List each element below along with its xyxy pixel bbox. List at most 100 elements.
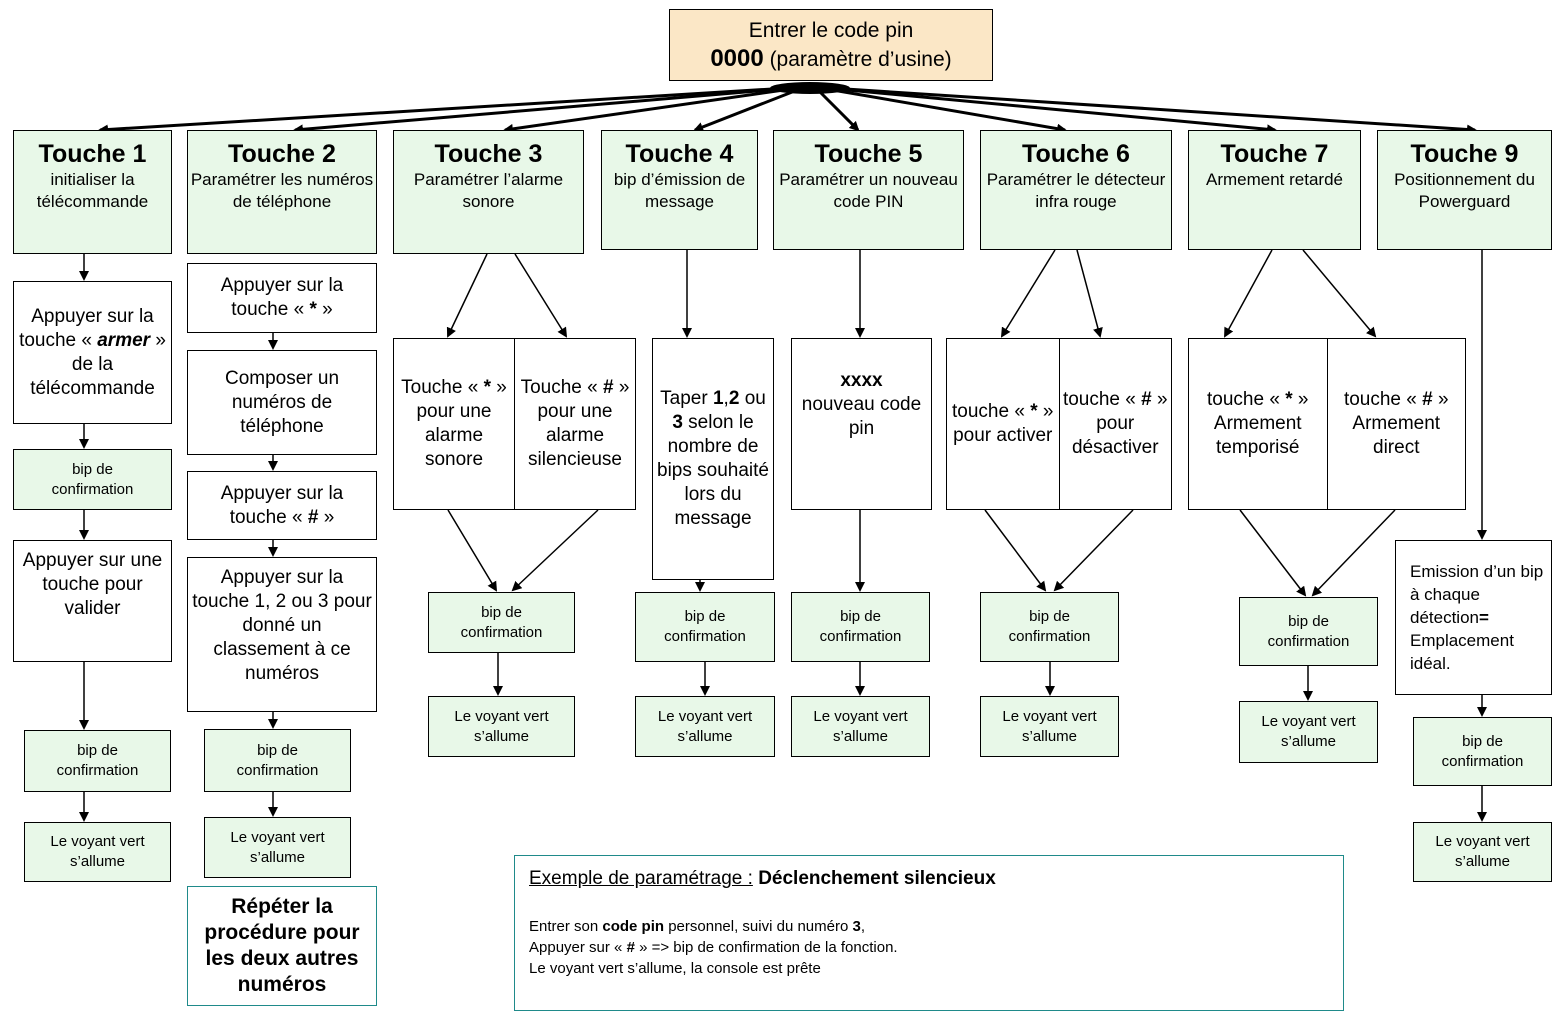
t1-step1-text-a: Appuyer sur la touche	[19, 305, 154, 351]
touche-subtitle: initialiser la télécommande	[36, 170, 149, 211]
t9-voyant-vert: Le voyant vert s’allume	[1413, 822, 1552, 882]
t2-step3-text-a: Appuyer sur la touche «	[220, 482, 344, 528]
touche-title: Touche 4	[625, 140, 734, 168]
start-box: Entrer le code pin 0000 (paramètre d’usi…	[669, 9, 993, 81]
bip-text: bip de confirmation	[1267, 612, 1350, 650]
arrow-start-t4	[693, 85, 806, 132]
t2-step3-key: #	[307, 506, 319, 528]
t3-choice-silencieuse: Touche « # » pour une alarme silencieuse	[520, 377, 630, 470]
arrow-start-t9	[814, 85, 1477, 135]
voyant-text: Le voyant vert s’allume	[1002, 707, 1097, 745]
t5-code-box: xxxx nouveau code pin	[791, 338, 932, 510]
example-box: Exemple de paramétrage : Déclenchement s…	[514, 855, 1344, 1011]
t2-step-classement: Appuyer sur la touche 1, 2 ou 3 pour don…	[187, 557, 377, 712]
t2-step-hash: Appuyer sur la touche « # »	[187, 471, 377, 540]
bip-text: bip de confirmation	[236, 741, 319, 779]
t3-voyant-vert: Le voyant vert s’allume	[428, 696, 575, 757]
t9-text-b: Emplacement idéal.	[1410, 631, 1514, 673]
touche-title: Touche 2	[228, 140, 336, 168]
t2-step-composer: Composer un numéros de téléphone	[187, 350, 377, 455]
voyant-text: Le voyant vert s’allume	[813, 707, 908, 745]
touche-title: Touche 9	[1410, 140, 1519, 168]
t1-step-valider: Appuyer sur une touche pour valider	[13, 540, 172, 662]
t7-voyant-vert: Le voyant vert s’allume	[1239, 701, 1378, 763]
arrow-start-t2	[293, 85, 806, 135]
example-line-1: Entrer son code pin personnel, suivi du …	[529, 918, 866, 935]
t2-repeat-note: Répéter la procédure pour les deux autre…	[187, 886, 377, 1006]
t5-voyant-vert: Le voyant vert s’allume	[791, 696, 930, 757]
touche-title: Touche 1	[38, 140, 147, 168]
touche-title: Touche 7	[1220, 140, 1329, 168]
t7-choice-box: touche « * » Armement temporisé touche «…	[1188, 338, 1466, 510]
touche-2-box: Touche 2 Paramétrer les numéros de télép…	[187, 130, 377, 254]
arrow-start-t7	[814, 85, 1277, 135]
t2-step1-text-a: Appuyer sur la touche «	[220, 275, 344, 320]
t2-step3-text-b: »	[323, 506, 335, 528]
arrow-start-t3	[503, 85, 806, 134]
voyant-text: Le voyant vert s’allume	[1261, 713, 1356, 750]
example-line-2: Appuyer sur « # » => bip de confirmation…	[529, 939, 898, 956]
t4-voyant-vert: Le voyant vert s’allume	[635, 696, 775, 757]
bip-text: bip de confirmation	[460, 603, 543, 641]
t3-bip-confirmation: bip de confirmation	[428, 592, 575, 653]
touche-1-box: Touche 1 initialiser la télécommande	[13, 130, 172, 254]
start-line1: Entrer le code pin	[748, 18, 914, 42]
bip-text: bip de confirmation	[51, 460, 134, 498]
t9-bip-confirmation: bip de confirmation	[1413, 717, 1552, 786]
arrow-start-t6	[814, 85, 1067, 134]
t1-bip-confirmation-1: bip de confirmation	[13, 449, 172, 510]
bip-text: bip de confirmation	[1008, 608, 1091, 645]
example-title: Exemple de paramétrage : Déclenchement s…	[529, 868, 996, 889]
voyant-text: Le voyant vert s’allume	[50, 833, 145, 870]
t6-choice-desactiver: touche « # » pour désactiver	[1062, 389, 1168, 458]
touche-subtitle: Positionnement du Powerguard	[1394, 170, 1535, 211]
voyant-text: Le voyant vert s’allume	[657, 707, 753, 745]
t3-choice-sonore: Touche « * » pour une alarme sonore	[394, 339, 515, 509]
t1-bip-confirmation-2: bip de confirmation	[24, 730, 171, 792]
start-note: (paramètre d’usine)	[769, 47, 952, 71]
bip-text: bip de confirmation	[1441, 732, 1524, 770]
voyant-text: Le voyant vert s’allume	[1435, 833, 1530, 870]
t5-bip-confirmation: bip de confirmation	[791, 592, 930, 662]
touche-subtitle: Paramétrer un nouveau code PIN	[779, 170, 958, 211]
t7-choice-direct: touche « # » Armement direct	[1343, 389, 1449, 458]
touche-subtitle: Paramétrer l’alarme sonore	[413, 170, 564, 211]
example-line-3: Le voyant vert s’allume, la console est …	[529, 960, 821, 977]
t6-choice-box: touche « * » pour activer touche « # » p…	[946, 338, 1172, 510]
t1-step2-text: Appuyer sur une touche pour valider	[22, 550, 163, 619]
touche-3-box: Touche 3 Paramétrer l’alarme sonore	[393, 130, 584, 254]
voyant-text: Le voyant vert s’allume	[454, 707, 549, 745]
touche-6-box: Touche 6 Paramétrer le détecteur infra r…	[980, 130, 1172, 250]
t4-bip-confirmation: bip de confirmation	[635, 592, 775, 662]
t2-step-star: Appuyer sur la touche « * »	[187, 263, 377, 333]
t2-step2-text: Composer un numéros de téléphone	[224, 367, 340, 437]
t1-step1-key: armer	[97, 329, 151, 351]
t7-bip-confirmation: bip de confirmation	[1239, 597, 1378, 666]
t9-emission-box: Emission d’un bip à chaque détection= Em…	[1395, 540, 1552, 695]
t3-choice-box: Touche « * » pour une alarme sonore Touc…	[393, 338, 636, 510]
touche-subtitle: Paramétrer le détecteur infra rouge	[986, 170, 1166, 211]
t2-voyant-vert: Le voyant vert s’allume	[204, 817, 351, 878]
touche-9-box: Touche 9 Positionnement du Powerguard	[1377, 130, 1552, 250]
touche-subtitle: bip d’émission de message	[613, 170, 746, 211]
touche-title: Touche 3	[434, 140, 543, 168]
t4-step-taper: Taper 1,2 ou 3 selon le nombre de bips s…	[652, 338, 774, 580]
t2-step4-text: Appuyer sur la touche 1, 2 ou 3 pour don…	[192, 567, 372, 684]
t2-step1-text-b: »	[322, 299, 333, 320]
t6-voyant-vert: Le voyant vert s’allume	[980, 696, 1119, 757]
touche-subtitle: Armement retardé	[1206, 170, 1343, 189]
start-code: 0000	[710, 44, 764, 72]
touche-title: Touche 6	[1022, 140, 1130, 168]
touche-subtitle: Paramétrer les numéros de téléphone	[190, 170, 374, 211]
bip-text: bip de confirmation	[56, 742, 139, 779]
t1-step-armer: Appuyer sur la touche « armer » de la té…	[13, 281, 172, 424]
t6-choice-activer: touche « * » pour activer	[947, 339, 1060, 509]
t9-eq: =	[1479, 608, 1489, 627]
arrow-start-t5	[813, 85, 860, 132]
bip-text: bip de confirmation	[664, 608, 746, 645]
bip-text: bip de confirmation	[819, 608, 902, 645]
t5-label: nouveau code pin	[801, 394, 922, 439]
t6-bip-confirmation: bip de confirmation	[980, 592, 1119, 662]
t9-text-a: Emission d’un bip à chaque détection	[1410, 562, 1544, 627]
